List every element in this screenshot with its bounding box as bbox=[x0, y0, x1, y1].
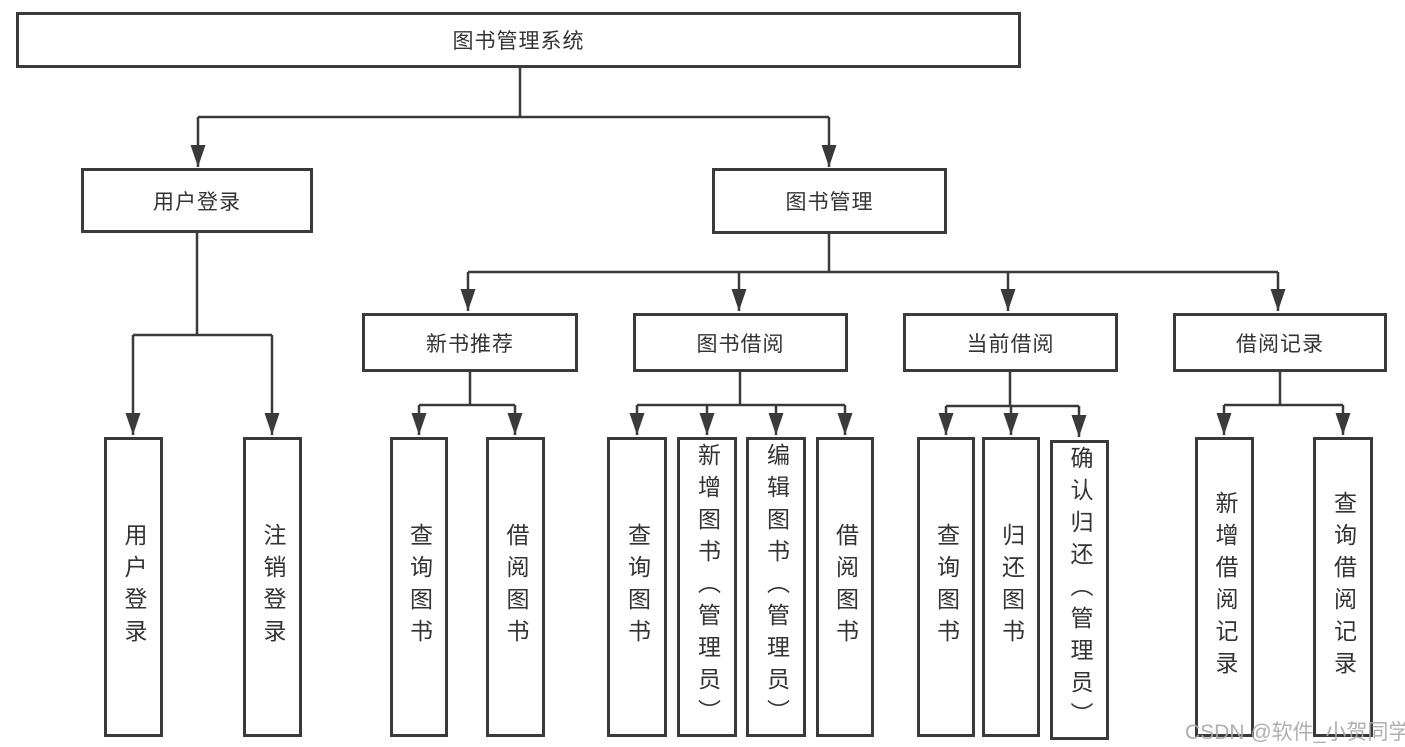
watermark: CSDN @软件_小贺同学 bbox=[1185, 721, 1405, 744]
node-label: 当前借阅 bbox=[966, 332, 1055, 356]
leaf-query-books-3: 查询图书 bbox=[917, 437, 975, 737]
node-label: 新增图书（管理员） bbox=[694, 443, 721, 731]
leaf-borrow-books-2: 借阅图书 bbox=[816, 437, 874, 737]
node-label: 用户登录 bbox=[153, 190, 241, 214]
leaf-query-books-1: 查询图书 bbox=[390, 437, 448, 737]
node-new-book-recommendation: 新书推荐 bbox=[362, 313, 578, 372]
leaf-add-books-admin: 新增图书（管理员） bbox=[677, 437, 737, 737]
node-label: 查询图书 bbox=[933, 523, 960, 651]
node-label: 图书借阅 bbox=[696, 332, 785, 356]
node-current-borrowing: 当前借阅 bbox=[903, 313, 1118, 372]
node-book-borrowing: 图书借阅 bbox=[633, 313, 848, 372]
node-label: 查询图书 bbox=[406, 523, 433, 651]
node-label: 新书推荐 bbox=[426, 332, 514, 356]
leaf-query-books-2: 查询图书 bbox=[607, 437, 667, 737]
node-label: 编辑图书（管理员） bbox=[763, 443, 790, 731]
node-label: 新增借阅记录 bbox=[1212, 491, 1238, 683]
leaf-edit-books-admin: 编辑图书（管理员） bbox=[746, 437, 806, 737]
node-user-login: 用户登录 bbox=[81, 168, 313, 233]
node-book-management: 图书管理 bbox=[712, 168, 947, 234]
leaf-borrow-books-1: 借阅图书 bbox=[486, 437, 545, 737]
node-label: 图书管理系统 bbox=[452, 30, 585, 53]
node-label: 借阅图书 bbox=[503, 523, 529, 651]
node-label: 查询借阅记录 bbox=[1330, 491, 1357, 683]
leaf-query-borrow-record: 查询借阅记录 bbox=[1313, 437, 1373, 737]
leaf-confirm-return-admin: 确认归还（管理员） bbox=[1050, 440, 1109, 740]
leaf-user-login: 用户登录 bbox=[104, 437, 163, 737]
node-label: 确认归还（管理员） bbox=[1067, 446, 1093, 734]
leaf-add-borrow-record: 新增借阅记录 bbox=[1195, 437, 1254, 737]
node-label: 借阅图书 bbox=[832, 523, 859, 651]
node-label: 借阅记录 bbox=[1236, 332, 1324, 356]
node-label: 归还图书 bbox=[998, 523, 1025, 651]
node-label: 注销登录 bbox=[260, 523, 286, 651]
node-label: 图书管理 bbox=[785, 191, 874, 214]
leaf-logout: 注销登录 bbox=[243, 437, 302, 737]
node-borrow-records: 借阅记录 bbox=[1173, 313, 1387, 372]
node-library-management-system: 图书管理系统 bbox=[16, 12, 1021, 68]
node-label: 查询图书 bbox=[624, 523, 651, 651]
leaf-return-books: 归还图书 bbox=[982, 437, 1040, 737]
node-label: 用户登录 bbox=[121, 523, 147, 651]
